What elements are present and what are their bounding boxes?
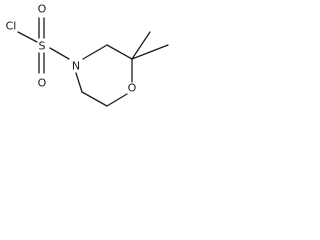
atom-label-s: S [39, 40, 46, 53]
bond-cl-s [17, 31, 38, 43]
bond-c2-methyl-a [131, 31, 151, 60]
bonds [17, 17, 169, 107]
atom-label-o-bottom: O [38, 77, 47, 90]
atom-labels: Cl S O O N O [6, 3, 137, 95]
bond-oring-c6 [106, 93, 128, 107]
bond-s-n [49, 47, 70, 60]
bond-c2-methyl-b [131, 44, 169, 60]
bond-c6-c5 [81, 91, 108, 107]
atom-label-cl: Cl [6, 20, 17, 33]
chemical-structure-diagram: Cl S O O N O [6, 3, 169, 107]
bond-c3-c2 [106, 44, 133, 60]
atom-label-o-top: O [38, 3, 47, 16]
bond-n-c3 [82, 44, 108, 60]
atom-label-n: N [72, 60, 80, 73]
bond-c5-n [75, 72, 83, 93]
atom-label-o-ring: O [128, 82, 137, 95]
